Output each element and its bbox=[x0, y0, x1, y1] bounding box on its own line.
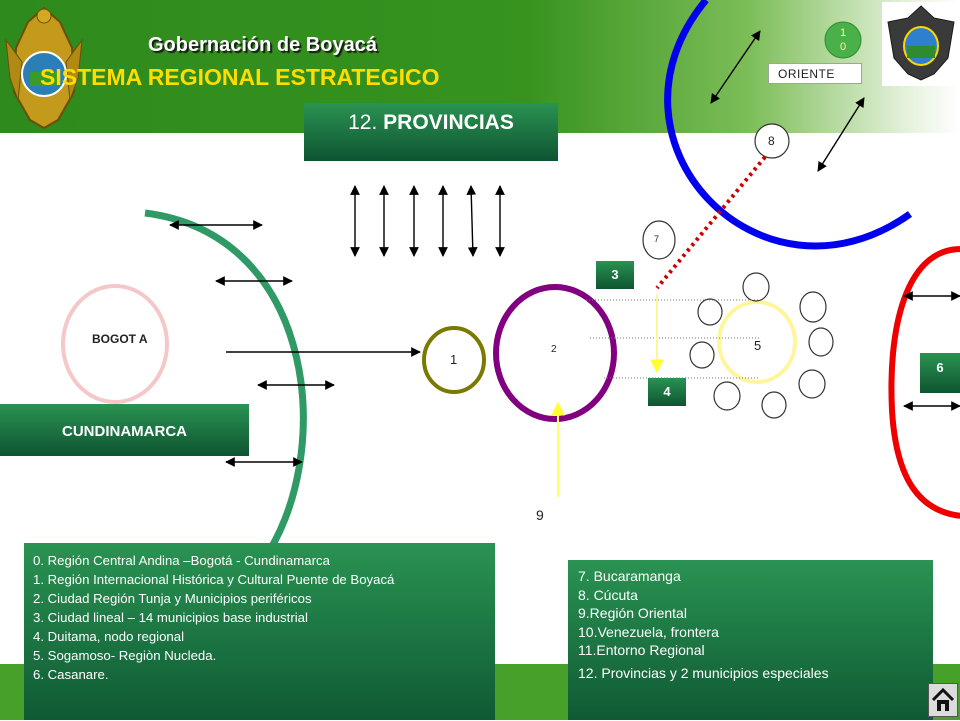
provinces-double-arrows bbox=[350, 185, 505, 257]
region-0-arc bbox=[144, 209, 307, 565]
node-7-circle bbox=[642, 220, 676, 260]
legend-item: 8. Cúcuta bbox=[578, 586, 638, 603]
satellite-circle bbox=[697, 298, 723, 326]
node-8-label: 8 bbox=[768, 134, 775, 148]
legend-item: 5. Sogamoso- Regiòn Nucleda. bbox=[33, 648, 217, 663]
legend-item: 2. Ciudad Región Tunja y Municipios peri… bbox=[33, 591, 312, 606]
node-8-dotted-link bbox=[655, 155, 767, 290]
home-icon bbox=[931, 687, 955, 711]
legend-item: 10.Venezuela, frontera bbox=[578, 623, 719, 640]
satellite-circle bbox=[713, 381, 741, 411]
node-6-box: 6 bbox=[920, 353, 960, 393]
satellite-circle bbox=[798, 369, 826, 399]
eagle-coat-of-arms-icon bbox=[5, 6, 83, 130]
casanare-arc bbox=[888, 246, 960, 519]
legend-item: 9.Región Oriental bbox=[578, 605, 687, 621]
node-4-box: 4 bbox=[648, 378, 686, 406]
bogota-circle bbox=[61, 284, 169, 404]
node-10-circle bbox=[824, 21, 862, 59]
legend-item: 3. Ciudad lineal – 14 municipios base in… bbox=[33, 610, 308, 625]
legend-item: 12. Provincias y 2 municipios especiales bbox=[578, 664, 829, 681]
provinces-label: PROVINCIAS bbox=[383, 111, 514, 134]
node-1-label: 1 bbox=[450, 352, 458, 367]
legend-left: 0. Región Central Andina –Bogotá - Cundi… bbox=[24, 543, 495, 720]
provinces-number: 12. bbox=[348, 111, 378, 134]
satellite-circle bbox=[689, 341, 715, 369]
provinces-box: 12. PROVINCIAS bbox=[304, 103, 558, 161]
legend-item: 11.Entorno Regional bbox=[578, 642, 705, 658]
node-1-circle bbox=[422, 326, 486, 394]
home-button[interactable] bbox=[928, 683, 958, 717]
bogota-label: BOGOT A bbox=[92, 332, 148, 346]
casanare-double-arrows bbox=[903, 291, 960, 411]
oriente-arc bbox=[664, 0, 913, 250]
legend-item: 7. Bucaramanga bbox=[578, 568, 681, 584]
satellite-circle bbox=[799, 291, 827, 323]
satellite-circle bbox=[761, 391, 787, 419]
node-3-box: 3 bbox=[596, 261, 634, 289]
node-9-label: 9 bbox=[536, 507, 544, 523]
node-10-label: 1 0 bbox=[839, 27, 847, 53]
legend-item: 4. Duitama, nodo regional bbox=[33, 629, 185, 644]
node-5-label: 5 bbox=[754, 338, 762, 353]
legend-item: 6. Casanare. bbox=[33, 667, 109, 682]
legend-right: 7. Bucaramanga 8. Cúcuta 9.Región Orient… bbox=[568, 560, 933, 720]
oriente-label: ORIENTE bbox=[768, 63, 862, 84]
legend-item: 0. Región Central Andina –Bogotá - Cundi… bbox=[33, 553, 330, 568]
system-title: SISTEMA REGIONAL ESTRATEGICO bbox=[40, 64, 440, 90]
node-5-circle bbox=[717, 300, 797, 384]
satellite-circle bbox=[808, 327, 834, 357]
eagle-shield-icon bbox=[882, 2, 960, 86]
satellite-municipalities bbox=[689, 272, 834, 419]
node-7-label: 7 bbox=[654, 234, 660, 244]
legend-item: 1. Región Internacional Histórica y Cult… bbox=[33, 572, 395, 587]
node-2-label: 2 bbox=[551, 344, 557, 355]
cundinamarca-box: CUNDINAMARCA bbox=[0, 404, 249, 456]
arc-double-arrows bbox=[169, 220, 335, 467]
organization-title: Gobernación de Boyacá bbox=[148, 34, 377, 56]
node-2-circle bbox=[493, 284, 617, 422]
node-8-circle bbox=[754, 123, 790, 159]
satellite-circle bbox=[742, 272, 770, 302]
oriente-double-arrows bbox=[710, 30, 865, 172]
